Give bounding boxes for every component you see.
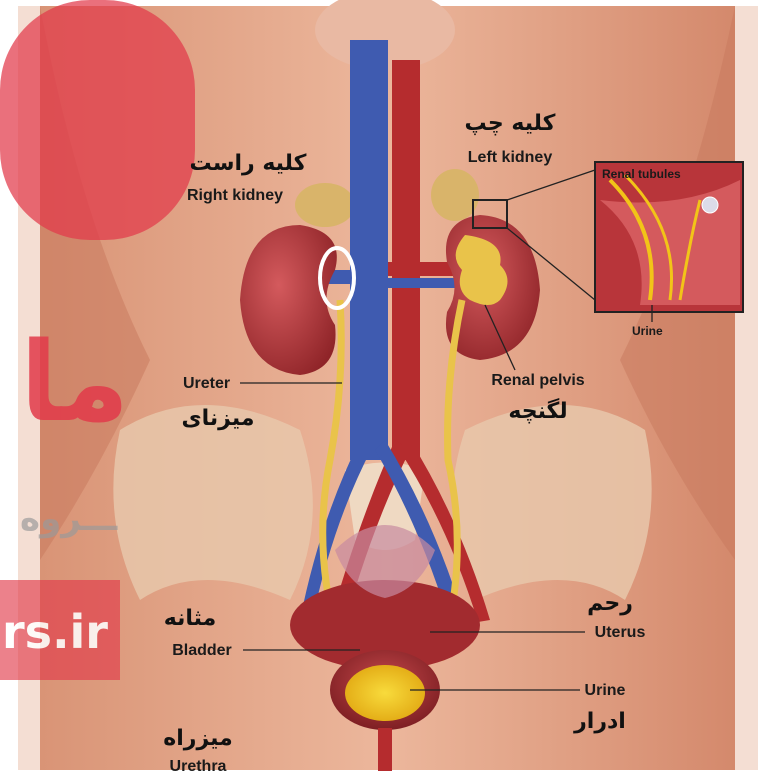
uterus-label-fa: رحم: [587, 591, 633, 616]
uterus-label-en: Uterus: [595, 624, 646, 641]
ureter-label-fa: میزنای: [182, 406, 255, 431]
right-kidney-label-fa: کلیه راست: [190, 151, 307, 176]
bladder-label-fa: مثانه: [164, 606, 216, 631]
bladder-label-en: Bladder: [172, 642, 232, 659]
urethra-label-fa: میزراه: [163, 726, 232, 751]
watermark-group-text: ـــروه: [20, 499, 118, 539]
watermark-url-text: rs.ir: [2, 605, 108, 659]
renal-tubules-label: Renal tubules: [602, 167, 681, 181]
urethra-label-en: Urethra: [170, 758, 227, 771]
inset-urine-label: Urine: [632, 324, 663, 338]
watermark-logo-text: ما: [20, 318, 129, 446]
urine-label-en: Urine: [585, 682, 626, 699]
left-kidney-label-en: Left kidney: [468, 149, 553, 166]
urine-in-bladder: [345, 665, 425, 721]
ureter-label-en: Ureter: [183, 375, 230, 392]
left-kidney-label-fa: کلیه چپ: [465, 111, 556, 136]
renal-pelvis-label-fa: لگنچه: [508, 397, 567, 424]
renal-pelvis-label-en: Renal pelvis: [491, 372, 584, 389]
urethra: [378, 728, 392, 771]
urine-label-fa: ادرار: [573, 709, 626, 734]
right-kidney-label-en: Right kidney: [187, 187, 283, 204]
